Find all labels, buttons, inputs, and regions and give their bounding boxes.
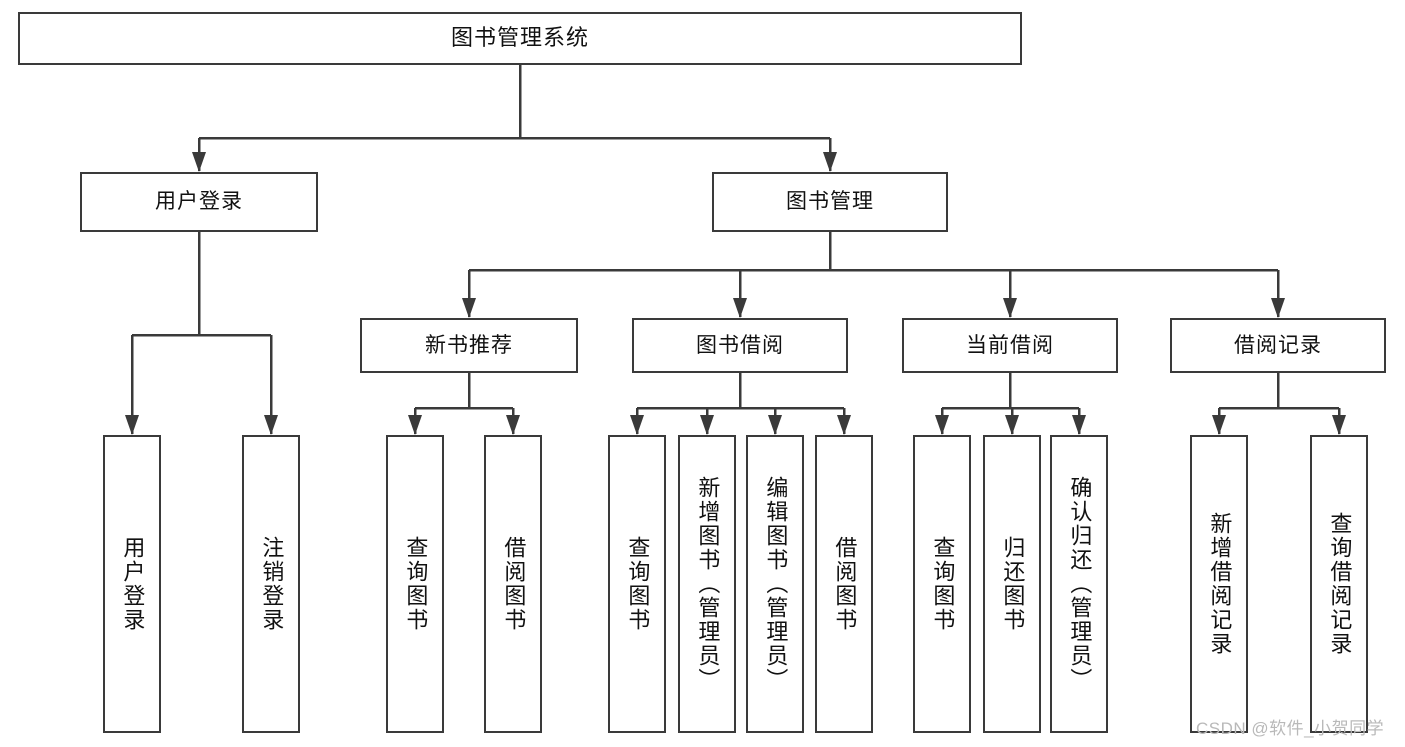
node-leaf-borrow-book[interactable]: 借阅图书 — [815, 435, 873, 733]
node-leaf-borrow-book-rec[interactable]: 借阅图书 — [484, 435, 542, 733]
node-label: 归还图书 — [1000, 536, 1026, 632]
node-label: 借阅记录 — [1234, 333, 1322, 357]
node-leaf-edit-book-admin[interactable]: 编辑图书（管理员） — [746, 435, 804, 733]
node-label: 查询图书 — [930, 536, 956, 632]
node-book-manage[interactable]: 图书管理 — [712, 172, 948, 232]
node-leaf-query-book-borrow[interactable]: 查询图书 — [608, 435, 666, 733]
node-label: 确认归还（管理员） — [1067, 476, 1093, 692]
node-leaf-query-borrow-record[interactable]: 查询借阅记录 — [1310, 435, 1368, 733]
node-label: 用户登录 — [120, 536, 146, 632]
node-leaf-add-book-admin[interactable]: 新增图书（管理员） — [678, 435, 736, 733]
node-label: 新增借阅记录 — [1207, 512, 1233, 656]
node-current-borrow[interactable]: 当前借阅 — [902, 318, 1118, 373]
node-label: 查询图书 — [625, 536, 651, 632]
node-label: 借阅图书 — [832, 536, 858, 632]
node-new-book-recommend[interactable]: 新书推荐 — [360, 318, 578, 373]
node-user-login[interactable]: 用户登录 — [80, 172, 318, 232]
node-leaf-query-book-current[interactable]: 查询图书 — [913, 435, 971, 733]
node-label: 查询借阅记录 — [1327, 512, 1353, 656]
node-book-borrow[interactable]: 图书借阅 — [632, 318, 848, 373]
node-leaf-confirm-return-admin[interactable]: 确认归还（管理员） — [1050, 435, 1108, 733]
node-leaf-user-login[interactable]: 用户登录 — [103, 435, 161, 733]
node-borrow-record[interactable]: 借阅记录 — [1170, 318, 1386, 373]
node-label: 当前借阅 — [966, 333, 1054, 357]
node-label: 注销登录 — [259, 536, 285, 632]
node-label: 图书管理 — [786, 190, 874, 214]
node-label: 用户登录 — [155, 190, 243, 214]
node-leaf-add-borrow-record[interactable]: 新增借阅记录 — [1190, 435, 1248, 733]
node-root[interactable]: 图书管理系统 — [18, 12, 1022, 65]
node-label: 新增图书（管理员） — [695, 476, 721, 692]
node-label: 图书管理系统 — [450, 25, 589, 51]
node-label: 查询图书 — [403, 536, 429, 632]
node-leaf-query-book-rec[interactable]: 查询图书 — [386, 435, 444, 733]
node-label: 图书借阅 — [696, 333, 784, 357]
node-label: 编辑图书（管理员） — [763, 476, 789, 692]
node-leaf-logout-login[interactable]: 注销登录 — [242, 435, 300, 733]
node-label: 新书推荐 — [425, 333, 513, 357]
node-leaf-return-book[interactable]: 归还图书 — [983, 435, 1041, 733]
node-label: 借阅图书 — [501, 536, 527, 632]
csdn-watermark: CSDN @软件_小贺同学 — [1196, 719, 1385, 738]
